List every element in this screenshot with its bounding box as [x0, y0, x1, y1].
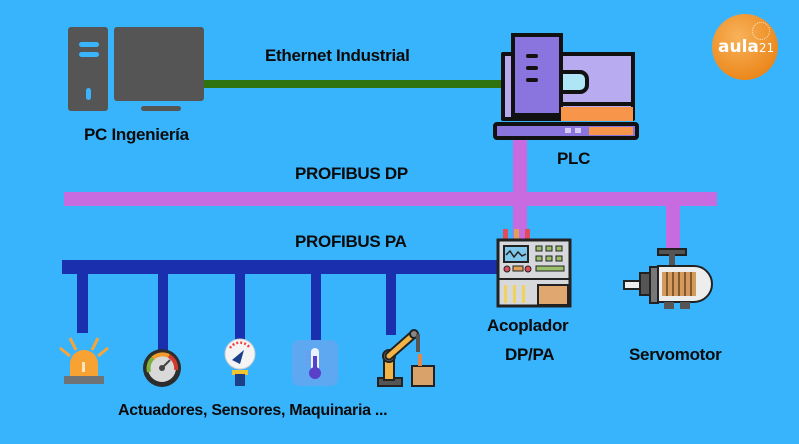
- robot-arm-icon: [377, 329, 435, 387]
- pc-label: PC Ingeniería: [84, 125, 189, 144]
- pa-drop-5: [386, 273, 396, 335]
- pc-icon: [68, 27, 204, 111]
- plc-icon: [493, 33, 639, 140]
- profibus-dp-bus: [64, 192, 717, 206]
- pa-drop-4: [311, 273, 321, 341]
- pa-drop-1: [77, 273, 88, 333]
- logo-text-num: 21: [758, 41, 775, 55]
- plc-label: PLC: [557, 149, 591, 168]
- ethernet-label: Ethernet Industrial: [265, 46, 410, 65]
- servo-dp-drop: [666, 205, 680, 253]
- pa-drop-3: [235, 273, 245, 341]
- ethernet-line: [203, 80, 503, 88]
- pa-drop-2: [158, 273, 168, 353]
- logo-text-main: aula: [718, 37, 759, 57]
- coupler-label-line1: Acoplador: [487, 316, 569, 335]
- logo-globe-icon: [752, 22, 770, 40]
- gauge-icon: [143, 349, 181, 387]
- servomotor-label: Servomotor: [629, 345, 722, 364]
- aula21-logo: aula21: [712, 14, 778, 80]
- profibus-dp-label: PROFIBUS DP: [295, 164, 408, 183]
- thermometer-icon: [292, 340, 338, 386]
- coupler-icon: [496, 229, 572, 308]
- servomotor-icon: [623, 248, 713, 309]
- field-devices-label: Actuadores, Sensores, Maquinaria ...: [118, 402, 388, 419]
- profibus-pa-label: PROFIBUS PA: [295, 232, 407, 251]
- profibus-pa-bus: [62, 260, 498, 274]
- warning-beacon-icon: [59, 337, 109, 384]
- logo-text: aula21: [718, 37, 774, 57]
- pressure-gauge-icon: [224, 338, 256, 386]
- coupler-label-line2: DP/PA: [505, 345, 555, 364]
